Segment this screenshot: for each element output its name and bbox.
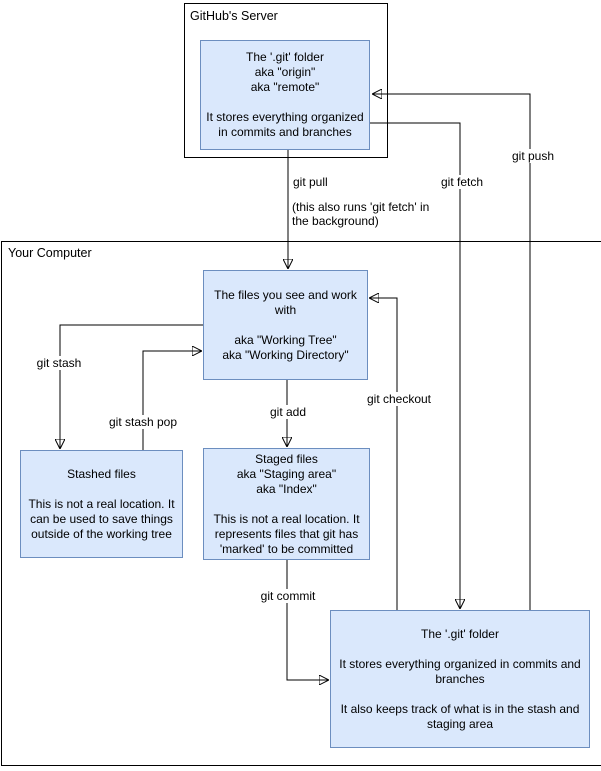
node-local-git-folder: The '.git' folder It stores everything o… bbox=[330, 610, 590, 748]
your-computer-label: Your Computer bbox=[8, 246, 92, 260]
edge-label-git-push: git push bbox=[510, 149, 556, 163]
node-stashed-files-text: Stashed files This is not a real locatio… bbox=[28, 466, 175, 541]
edge-label-git-checkout: git checkout bbox=[365, 392, 433, 406]
edge-label-git-pull: git pull bbox=[292, 175, 329, 189]
node-staged-files: Staged files aka "Staging area" aka "Ind… bbox=[203, 448, 370, 560]
node-remote-git-folder-text: The '.git' folder aka "origin" aka "remo… bbox=[206, 50, 364, 139]
node-staged-files-text: Staged files aka "Staging area" aka "Ind… bbox=[213, 451, 360, 556]
node-working-tree: The files you see and work with aka "Wor… bbox=[203, 270, 368, 380]
node-local-git-folder-text: The '.git' folder It stores everything o… bbox=[339, 626, 581, 731]
edge-note-git-pull: (this also runs 'git fetch' in the backg… bbox=[291, 200, 431, 228]
edge-label-git-stash: git stash bbox=[35, 356, 83, 370]
node-working-tree-text: The files you see and work with aka "Wor… bbox=[214, 287, 357, 362]
node-remote-git-folder: The '.git' folder aka "origin" aka "remo… bbox=[200, 40, 370, 150]
edge-label-git-add: git add bbox=[268, 405, 308, 419]
node-stashed-files: Stashed files This is not a real locatio… bbox=[20, 450, 183, 558]
github-server-label: GitHub's Server bbox=[190, 9, 278, 23]
edge-label-git-commit: git commit bbox=[259, 589, 317, 603]
edge-label-git-fetch: git fetch bbox=[439, 175, 485, 189]
edge-label-git-stash-pop: git stash pop bbox=[107, 415, 179, 429]
